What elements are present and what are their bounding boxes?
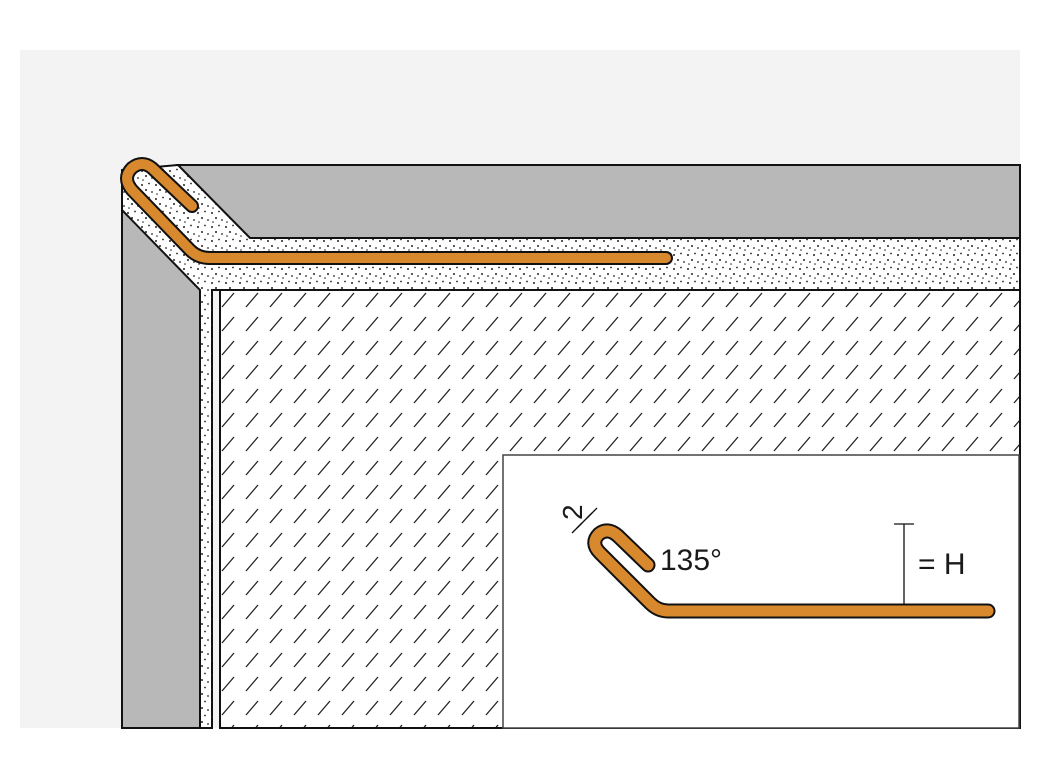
inset-detail-panel [502, 454, 1020, 729]
inset-profile [587, 523, 996, 619]
left-tile [121, 207, 201, 729]
corner-profile [120, 157, 673, 265]
top-tile [175, 164, 1021, 239]
thickness-dimension: 2 [557, 504, 598, 534]
thickness-label: 2 [557, 504, 588, 520]
angle-label: 135° [660, 544, 722, 577]
height-dimension: = H [894, 523, 966, 604]
height-label: = H [918, 548, 966, 581]
